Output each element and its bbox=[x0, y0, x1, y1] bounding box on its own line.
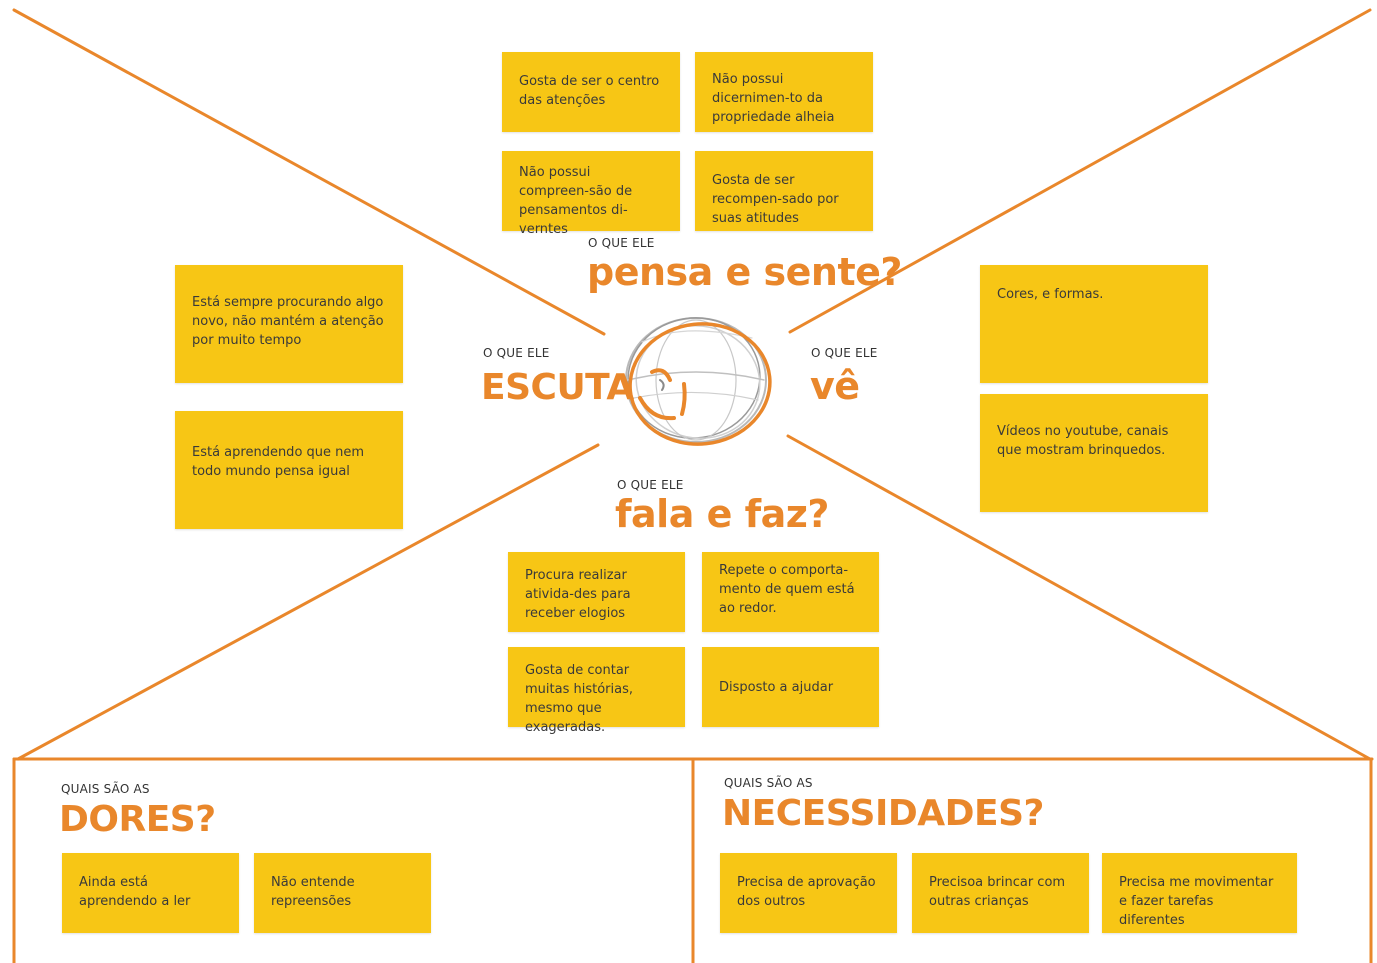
needs-note-2: Precisoa brincar com outras crianças bbox=[912, 853, 1089, 933]
say-do-note-4: Disposto a ajudar bbox=[702, 647, 879, 727]
say-do-label: fala e faz? bbox=[615, 492, 829, 536]
diagonal-top-right bbox=[788, 8, 1372, 334]
needs-note-3: Precisa me movimentar e fazer tarefas di… bbox=[1102, 853, 1297, 933]
think-feel-note-1: Gosta de ser o centro das atenções bbox=[502, 52, 680, 132]
diagonal-bottom-right bbox=[786, 434, 1372, 761]
hear-label-small: O QUE ELE bbox=[483, 346, 550, 360]
needs-label: necessidades? bbox=[722, 793, 1044, 834]
see-note-2: Vídeos no youtube, canais que mostram br… bbox=[980, 394, 1208, 512]
see-note-1: Cores, e formas. bbox=[980, 265, 1208, 383]
hear-label: escuta bbox=[481, 367, 634, 408]
say-do-note-2: Repete o comporta-mento de quem está ao … bbox=[702, 552, 879, 632]
think-feel-label: pensa e sente? bbox=[587, 250, 902, 294]
hear-note-1: Está sempre procurando algo novo, não ma… bbox=[175, 265, 403, 383]
think-feel-note-2: Não possui dicernimen-to da propriedade … bbox=[695, 52, 873, 132]
pains-note-2: Não entende repreensões bbox=[254, 853, 431, 933]
pains-label-small: QUAIS SÃO AS bbox=[61, 782, 150, 796]
say-do-note-1: Procura realizar ativida-des para recebe… bbox=[508, 552, 685, 632]
diagonal-bottom-left bbox=[16, 443, 600, 761]
say-do-label-small: O QUE ELE bbox=[617, 478, 684, 492]
see-label: vê bbox=[810, 364, 860, 408]
see-label-small: O QUE ELE bbox=[811, 346, 878, 360]
needs-note-1: Precisa de aprovação dos outros bbox=[720, 853, 897, 933]
needs-label-small: QUAIS SÃO AS bbox=[724, 776, 813, 790]
hear-note-2: Está aprendendo que nem todo mundo pensa… bbox=[175, 411, 403, 529]
head-sketch-icon bbox=[625, 317, 772, 446]
pains-label: dores? bbox=[59, 799, 216, 840]
think-feel-note-3: Não possui compreen-são de pensamentos d… bbox=[502, 151, 680, 237]
say-do-note-3: Gosta de contar muitas histórias, mesmo … bbox=[508, 647, 685, 735]
think-feel-label-small: O QUE ELE bbox=[588, 236, 655, 250]
diagonal-top-left bbox=[12, 8, 606, 336]
think-feel-note-4: Gosta de ser recompen-sado por suas atit… bbox=[695, 151, 873, 231]
pains-note-1: Ainda está aprendendo a ler bbox=[62, 853, 239, 933]
